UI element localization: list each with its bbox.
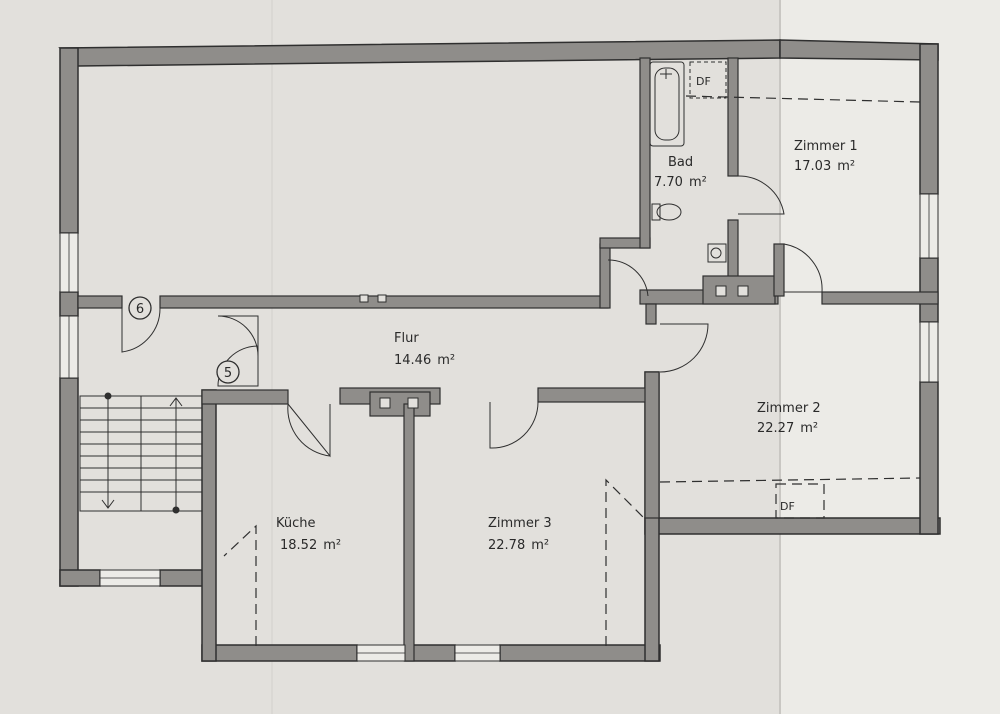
wall-stub: [645, 303, 657, 325]
wall-kueche-zimmer3: [403, 403, 415, 662]
wall-zimmer3-top: [537, 387, 657, 403]
wall-top-right: [779, 39, 939, 61]
door-6: [121, 307, 161, 353]
wall-big-room-right-lower: [599, 243, 611, 309]
flue-5: [359, 294, 369, 303]
df-label-bad: DF: [696, 75, 711, 88]
wall-right-upper: [919, 43, 939, 195]
marker-5-label: 5: [224, 366, 232, 381]
wall-bad-right: [727, 57, 739, 177]
wall-left-lower: [59, 377, 79, 587]
wall-right-lower: [919, 381, 939, 535]
wall-bad-left: [639, 57, 651, 249]
inner-walls: [77, 57, 939, 662]
wall-kueche-top-a: [201, 389, 289, 405]
slope-kueche: [223, 524, 257, 646]
wall-bottom-kueche: [201, 644, 358, 662]
df-box-bad: [689, 61, 727, 99]
flue-4: [407, 397, 419, 409]
wall-right-mid: [919, 257, 939, 323]
slope-zimmer1: [685, 95, 921, 103]
door-zimmer3: [489, 401, 539, 449]
wall-left-mid: [59, 291, 79, 317]
wall-zimmer2-left: [644, 371, 660, 519]
paper-left: [0, 0, 780, 714]
room-zimmer2-name: Zimmer 2: [757, 401, 821, 416]
wall-zimmer1-left: [773, 243, 785, 297]
room-bad-name: Bad: [668, 155, 693, 170]
df-label-zimmer2: DF: [780, 500, 795, 513]
marker-6-label: 6: [136, 302, 144, 317]
wall-zimmer1-bottom: [821, 291, 939, 305]
marker-6: [128, 296, 152, 320]
df-box-zimmer2: [775, 483, 825, 519]
bathtub-icon: [649, 61, 685, 147]
door-zimmer1: [783, 243, 823, 293]
wall-bottom-zimmer2: [644, 517, 941, 535]
roof-slope-lines: [223, 95, 921, 646]
markers: [128, 296, 240, 384]
window-glass-lines: [68, 194, 930, 654]
wall-kueche-left: [201, 389, 217, 662]
flues: [359, 285, 749, 409]
room-flur-name: Flur: [394, 331, 419, 346]
chimney-block-lower: [369, 391, 431, 417]
flue-1: [715, 285, 727, 297]
doors: [121, 175, 823, 458]
wall-bottom-stair-b: [159, 569, 209, 587]
flue-2: [737, 285, 749, 297]
slope-zimmer3: [605, 478, 645, 646]
wall-bottom-stair-a: [59, 569, 101, 587]
wall-bottom-zimmer3: [499, 644, 661, 662]
room-zimmer1-name: Zimmer 1: [794, 139, 858, 154]
wall-left-upper: [59, 47, 79, 234]
door-big-room: [607, 259, 649, 297]
door-bad: [737, 175, 785, 215]
marker-5: [216, 360, 240, 384]
flue-6: [377, 294, 387, 303]
bathroom-fixtures: [649, 61, 727, 263]
flue-3: [379, 397, 391, 409]
door-zimmer2: [659, 323, 709, 373]
wall-flur-top-a: [77, 295, 123, 309]
paper-right: [780, 0, 1000, 714]
toilet-icon: [656, 203, 682, 221]
wall-bad-right-lower: [727, 219, 739, 283]
sink-icon: [707, 243, 727, 263]
room-zimmer3-name: Zimmer 3: [488, 516, 552, 531]
staircase: [79, 392, 203, 514]
room-kueche-name: Küche: [276, 516, 316, 531]
slope-zimmer2: [659, 477, 921, 483]
